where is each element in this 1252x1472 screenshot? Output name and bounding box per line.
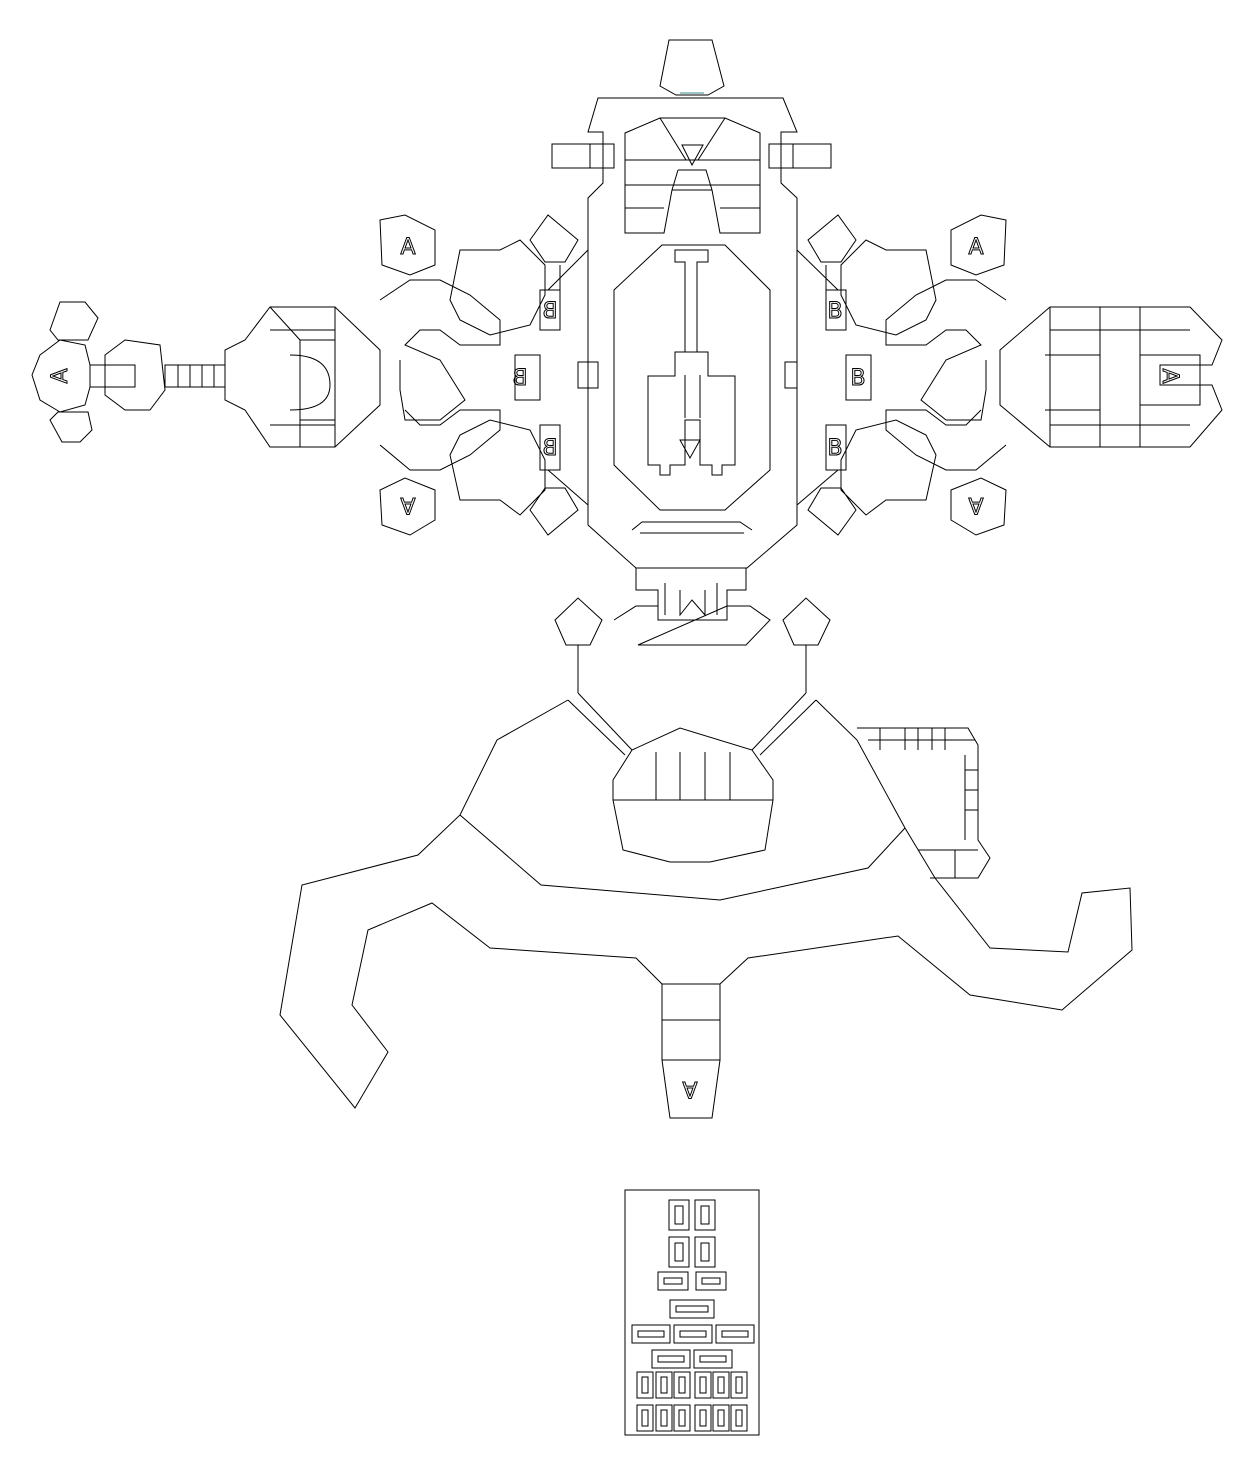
box-cell <box>656 1405 672 1431</box>
inner-octagon <box>614 245 770 510</box>
box-cell <box>658 1272 688 1290</box>
marker-a: A <box>48 368 73 383</box>
marker-b: B <box>512 366 527 391</box>
box-cell <box>676 1306 708 1312</box>
right-stair-room <box>857 728 990 878</box>
box-cell <box>637 1372 653 1398</box>
top-cap-room <box>660 40 724 95</box>
marker-b: B <box>827 299 842 324</box>
hull-side-links <box>548 250 838 505</box>
box-cell <box>656 1372 672 1398</box>
marker-a: A <box>968 235 983 260</box>
box-cell <box>638 1331 664 1337</box>
box-cell <box>713 1405 729 1431</box>
central-structure <box>648 352 735 475</box>
right-cluster <box>808 215 1006 535</box>
box-cell <box>679 1410 685 1426</box>
marker-a: A <box>968 492 983 517</box>
box-cell <box>731 1405 747 1431</box>
box-cell <box>716 1325 754 1343</box>
bottom-box-cells <box>632 1200 754 1431</box>
cavern-inner-ledge <box>460 815 905 900</box>
box-cell <box>674 1405 690 1431</box>
cavern-outer <box>280 700 1132 1108</box>
box-cell <box>669 1237 689 1267</box>
box-cell <box>722 1331 748 1337</box>
box-cell <box>731 1372 747 1398</box>
left-wing <box>225 307 380 447</box>
marker-b: B <box>542 436 557 461</box>
far-left-hub <box>32 302 135 442</box>
marker-b: B <box>850 366 865 391</box>
box-cell <box>695 1372 711 1398</box>
bottom-pillar <box>662 984 720 1118</box>
ladder <box>675 250 708 352</box>
diamond-left <box>555 598 602 645</box>
box-cell <box>713 1372 729 1398</box>
bridge <box>614 606 770 645</box>
right-wing <box>1000 307 1222 447</box>
box-cell <box>642 1377 648 1393</box>
box-cell <box>695 1200 715 1230</box>
marker-a: A <box>682 1076 697 1101</box>
left-pod <box>105 340 165 410</box>
box-cell <box>700 1410 706 1426</box>
box-cell <box>675 1243 683 1261</box>
box-cell <box>736 1377 742 1393</box>
box-cell <box>675 1206 683 1224</box>
box-cell <box>652 1350 690 1368</box>
box-cell <box>701 1243 709 1261</box>
box-cell <box>637 1405 653 1431</box>
box-cell <box>718 1410 724 1426</box>
side-arm-right <box>769 144 831 168</box>
box-cell <box>696 1272 726 1290</box>
map-markers: A A A A A A A B B B B B B <box>48 235 1183 1102</box>
left-corridor <box>165 365 225 387</box>
box-cell <box>674 1325 712 1343</box>
box-cell <box>642 1410 648 1426</box>
diamond-right <box>783 598 830 645</box>
box-cell <box>680 1331 706 1337</box>
box-cell <box>679 1377 685 1393</box>
box-cell <box>700 1356 726 1362</box>
map-walls <box>32 40 1222 1435</box>
marker-a: A <box>400 235 415 260</box>
lower-bench <box>632 522 752 533</box>
box-cell <box>669 1200 689 1230</box>
side-arm-left <box>552 144 614 168</box>
connector-lines <box>568 645 816 755</box>
box-cell <box>736 1410 742 1426</box>
box-cell <box>658 1356 684 1362</box>
marker-a: A <box>1157 368 1182 383</box>
box-cell <box>718 1377 724 1393</box>
box-cell <box>632 1325 670 1343</box>
box-cell <box>664 1278 682 1284</box>
exit-room <box>636 568 746 620</box>
bottom-box <box>625 1190 759 1435</box>
marker-b: B <box>827 436 842 461</box>
box-cell <box>694 1350 732 1368</box>
marker-a: A <box>400 492 415 517</box>
box-cell <box>661 1410 667 1426</box>
marker-b: B <box>542 299 557 324</box>
box-cell <box>700 1377 706 1393</box>
box-cell <box>695 1237 715 1267</box>
center-building <box>613 728 773 862</box>
box-cell <box>674 1372 690 1398</box>
box-cell <box>702 1278 720 1284</box>
central-hull <box>588 98 797 568</box>
box-cell <box>695 1405 711 1431</box>
box-cell <box>661 1377 667 1393</box>
left-cluster <box>380 215 578 535</box>
top-hall <box>625 118 760 233</box>
box-cell <box>670 1300 714 1318</box>
box-cell <box>701 1206 709 1224</box>
